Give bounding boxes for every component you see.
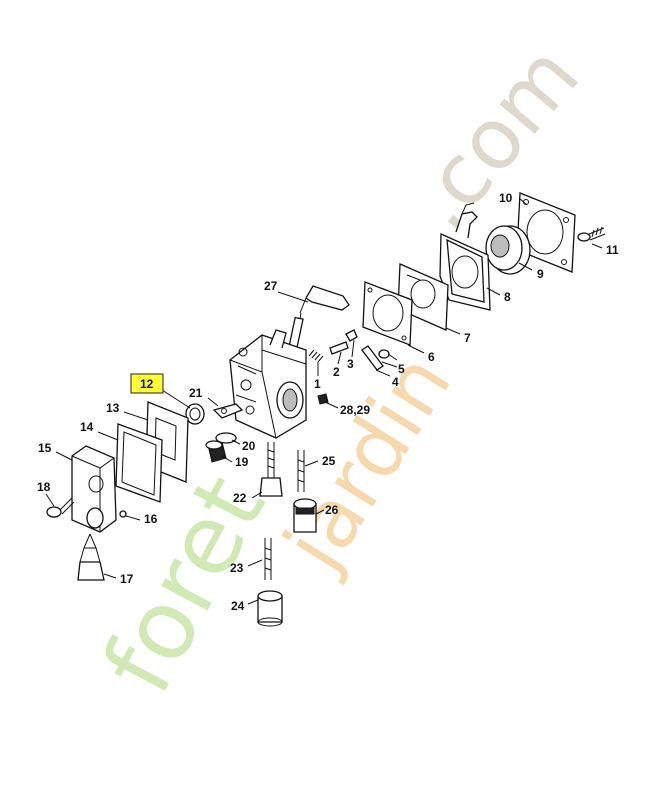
part-11-screw — [577, 226, 606, 242]
part-20-washer — [215, 432, 237, 444]
part-3-pin — [345, 329, 358, 342]
part-10-gasket — [516, 192, 576, 273]
part-22-needle-cap — [259, 442, 283, 497]
callout-21[interactable]: 21 — [189, 386, 203, 400]
part-26-cap — [293, 498, 317, 533]
carburetor-body — [229, 329, 307, 439]
part-15-cover — [71, 445, 117, 533]
callout-8[interactable]: 8 — [504, 290, 511, 304]
part-9-diaphragm-cup — [485, 225, 531, 275]
callout-17[interactable]: 17 — [120, 572, 134, 586]
part-4-shaft — [361, 345, 384, 371]
part-28-29-plug — [317, 393, 329, 405]
callout-25[interactable]: 25 — [322, 454, 336, 468]
callout-18[interactable]: 18 — [37, 480, 51, 494]
part-24-cap — [257, 590, 283, 627]
callout-16[interactable]: 16 — [144, 512, 158, 526]
leader-lines — [45, 197, 603, 605]
callout-20[interactable]: 20 — [242, 439, 256, 453]
part-23-needle — [264, 538, 272, 580]
callout-labels: 1 2 3 4 5 6 7 8 9 10 11 12 13 14 15 16 1… — [37, 191, 619, 613]
callout-1[interactable]: 1 — [314, 377, 321, 391]
part-12-screen — [185, 403, 205, 425]
highlight-box-12 — [130, 373, 164, 394]
callout-12[interactable]: 12 — [140, 377, 154, 391]
part-21-clip — [212, 403, 244, 419]
part-27-lever — [288, 285, 350, 350]
part-2-needle — [329, 341, 349, 355]
part-6-diaphragm — [362, 281, 413, 346]
callout-19[interactable]: 19 — [235, 455, 249, 469]
part-16-ball — [119, 510, 127, 518]
part-25-needle — [297, 450, 305, 492]
callout-4[interactable]: 4 — [392, 375, 399, 389]
callout-28-29[interactable]: 28,29 — [340, 403, 370, 417]
callout-27[interactable]: 27 — [264, 279, 278, 293]
callout-14[interactable]: 14 — [80, 420, 94, 434]
callout-6[interactable]: 6 — [428, 350, 435, 364]
callout-15[interactable]: 15 — [38, 441, 52, 455]
part-17-adjust-screw — [77, 533, 105, 581]
callout-22[interactable]: 22 — [233, 491, 247, 505]
callout-23[interactable]: 23 — [230, 561, 244, 575]
callout-9[interactable]: 9 — [537, 267, 544, 281]
callout-26[interactable]: 26 — [325, 503, 339, 517]
callout-13[interactable]: 13 — [106, 401, 120, 415]
callout-11[interactable]: 11 — [606, 243, 619, 257]
callout-5[interactable]: 5 — [398, 362, 405, 376]
callout-7[interactable]: 7 — [464, 331, 471, 345]
callout-24[interactable]: 24 — [231, 599, 245, 613]
callout-2[interactable]: 2 — [333, 365, 340, 379]
part-8-pump-cover — [439, 202, 491, 311]
callout-10[interactable]: 10 — [499, 191, 513, 205]
part-19-fitting — [205, 440, 227, 463]
part-5-screw — [378, 349, 398, 361]
part-14-diaphragm — [115, 423, 163, 503]
part-18-screw — [46, 497, 75, 518]
part-1-spring — [308, 349, 324, 363]
callout-3[interactable]: 3 — [347, 357, 354, 371]
